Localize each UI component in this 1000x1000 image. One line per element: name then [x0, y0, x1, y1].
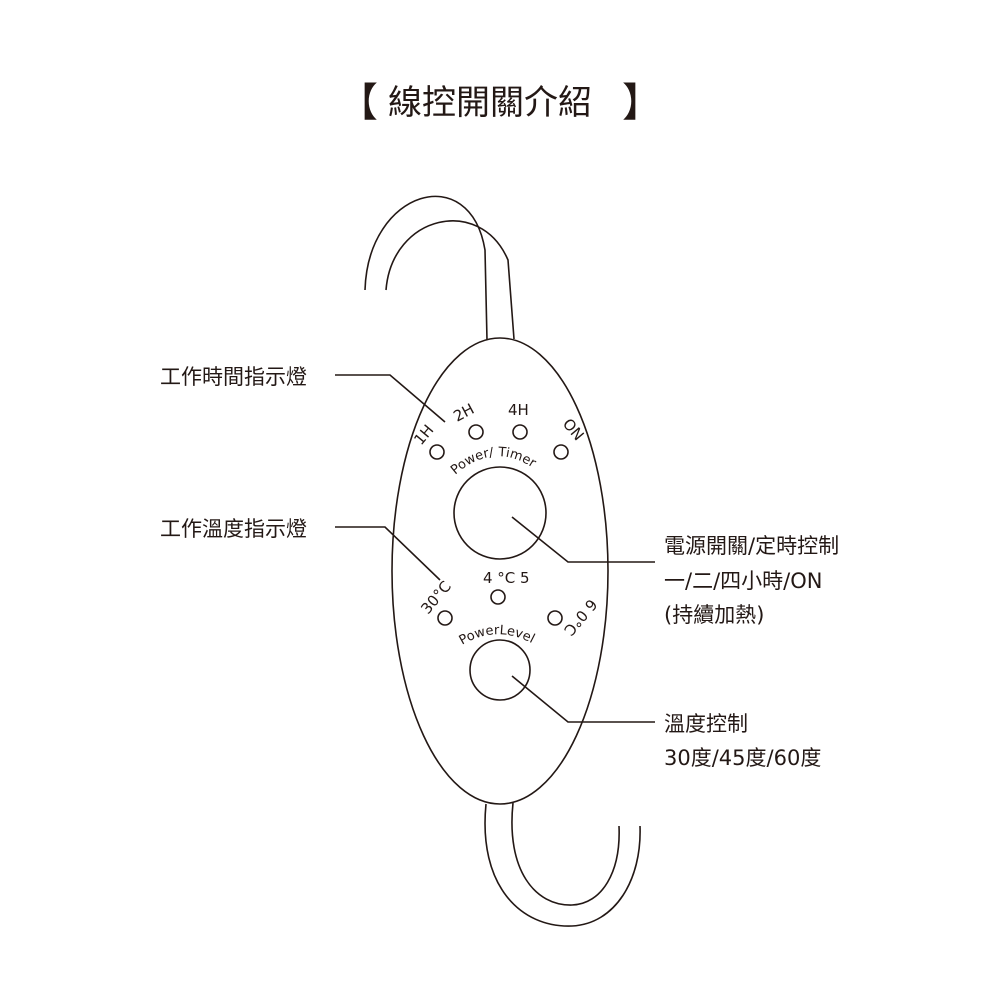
led-45c: [490, 589, 506, 605]
page-title: 線控開關介紹: [388, 83, 592, 123]
label-power-timer: Power/ Timer: [448, 445, 539, 478]
label-1h: 1H: [410, 421, 437, 449]
led-60c: [547, 610, 563, 626]
callout-time-indicator: 工作時間指示燈: [160, 365, 307, 389]
callout-temp-control-line1: 溫度控制: [664, 712, 748, 736]
leader-temp-control: [511, 675, 655, 723]
leader-power-timer: [511, 516, 655, 563]
led-2h: [468, 424, 484, 440]
controller-body: [391, 337, 609, 805]
top-cord-outer: [364, 195, 488, 341]
label-on: ON: [559, 415, 588, 444]
led-1h: [429, 444, 445, 460]
power-level-knob: [469, 639, 531, 701]
label-2h: 2H: [450, 400, 477, 426]
leader-time-indicator: [335, 374, 446, 423]
label-power-level: PowerLevel: [457, 623, 537, 648]
led-4h: [512, 424, 528, 440]
bottom-cord-outer: [484, 803, 641, 927]
callout-power-timer-line3: (持續加熱): [664, 603, 764, 627]
callout-temp-control-line2: 30度/45度/60度: [664, 746, 821, 770]
callout-power-timer-line1: 電源開關/定時控制: [664, 534, 839, 558]
bottom-cord-inner: [511, 802, 620, 906]
title-close-bracket: 】: [622, 80, 662, 126]
callout-temp-indicator: 工作溫度指示燈: [160, 517, 307, 541]
callout-power-timer-line2: 一/二/四小時/ON: [664, 569, 822, 593]
top-cord-inner: [385, 220, 515, 340]
label-45c: 4 °C 5: [483, 569, 530, 587]
label-60c: 6 0°C: [560, 595, 601, 639]
led-on: [553, 444, 569, 460]
power-timer-knob: [453, 466, 547, 560]
title-open-bracket: 【: [338, 80, 378, 126]
label-4h: 4H: [508, 401, 529, 419]
leader-temp-indicator: [335, 526, 441, 581]
led-30c: [437, 610, 453, 626]
